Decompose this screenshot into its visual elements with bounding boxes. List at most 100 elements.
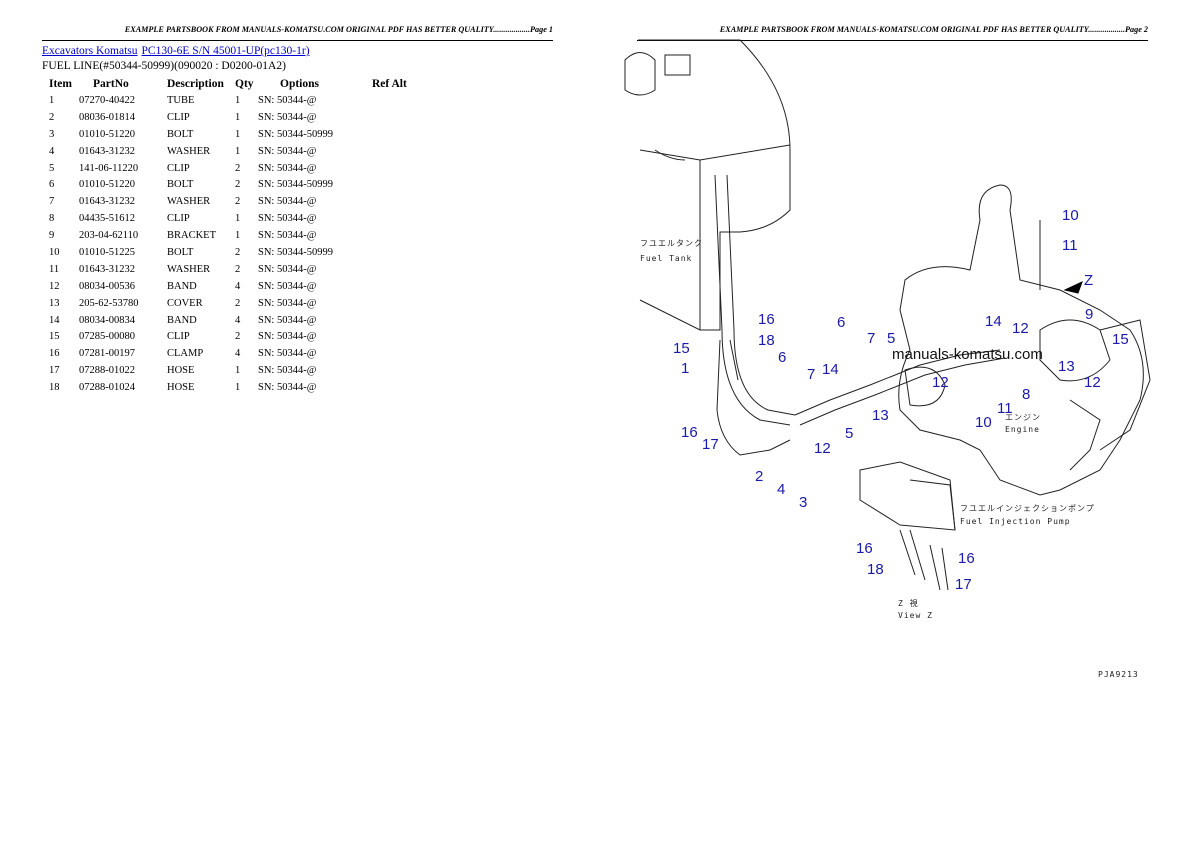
cell-description: COVER: [167, 297, 203, 309]
callout-number: 2: [755, 468, 763, 485]
cell-description: CLIP: [167, 331, 190, 343]
column-header-partno: PartNo: [93, 78, 129, 90]
callout-number: 12: [814, 440, 831, 457]
cell-options: SN: 50344-@: [258, 263, 317, 275]
callout-number: 15: [673, 340, 690, 357]
callout-number: 16: [856, 540, 873, 557]
cell-quantity: 2: [235, 331, 241, 343]
cell-options: SN: 50344-@: [258, 365, 317, 377]
callout-number: 5: [887, 330, 895, 347]
cell-part-number: 07285-00080: [79, 331, 135, 343]
cell-quantity: 1: [235, 128, 241, 140]
cell-item-number: 7: [49, 196, 55, 208]
callout-number: 7: [867, 330, 875, 347]
callout-number: 4: [777, 481, 785, 498]
tube-1: [794, 349, 1001, 416]
column-header-description: Description: [167, 78, 224, 90]
callout-number: 16: [681, 424, 698, 441]
cell-part-number: 01643-31232: [79, 263, 135, 275]
cell-part-number: 01643-31232: [79, 145, 135, 157]
injection-pump-label-jp: フユエルインジェクションポンプ: [960, 504, 1095, 513]
cell-options: SN: 50344-@: [258, 280, 317, 292]
cell-part-number: 08036-01814: [79, 111, 135, 123]
fuel-tank-label-jp: フユエルタンク: [640, 239, 703, 248]
page-1: EXAMPLE PARTSBOOK FROM MANUALS-KOMATSU.C…: [42, 25, 553, 41]
cell-quantity: 2: [235, 246, 241, 258]
view-z-arrow: Z: [1063, 272, 1093, 294]
section-title: FUEL LINE(#50344-50999)(090020 : D0200-0…: [42, 60, 286, 72]
cell-description: HOSE: [167, 382, 195, 394]
callout-number: 10: [975, 414, 992, 431]
cell-part-number: 07288-01024: [79, 382, 135, 394]
cell-options: SN: 50344-@: [258, 213, 317, 225]
column-header-ref-alt: Ref Alt: [372, 78, 407, 90]
cell-part-number: 01643-31232: [79, 196, 135, 208]
cell-quantity: 1: [235, 382, 241, 394]
callout-number: 17: [955, 576, 972, 593]
cell-item-number: 8: [49, 213, 55, 225]
cell-options: SN: 50344-50999: [258, 128, 333, 140]
cell-options: SN: 50344-@: [258, 94, 317, 106]
cell-item-number: 9: [49, 230, 55, 242]
column-header-qty: Qty: [235, 78, 254, 90]
cell-options: SN: 50344-@: [258, 314, 317, 326]
cell-quantity: 4: [235, 348, 241, 360]
callout-number: 10: [1062, 207, 1079, 224]
cell-description: BAND: [167, 280, 197, 292]
callout-number: 18: [867, 561, 884, 578]
z-label: Z: [1084, 272, 1093, 289]
cell-options: SN: 50344-@: [258, 145, 317, 157]
cell-part-number: 07288-01022: [79, 365, 135, 377]
cell-description: BAND: [167, 314, 197, 326]
cell-quantity: 1: [235, 111, 241, 123]
callout-number: 3: [799, 494, 807, 511]
cell-description: WASHER: [167, 196, 211, 208]
cell-quantity: 1: [235, 94, 241, 106]
breadcrumb-link-category[interactable]: Excavators Komatsu: [42, 45, 138, 57]
cell-part-number: 203-04-62110: [79, 230, 139, 242]
fuel-tank-outline: [638, 39, 791, 331]
cell-options: SN: 50344-@: [258, 196, 317, 208]
cell-options: SN: 50344-@: [258, 331, 317, 343]
cell-options: SN: 50344-@: [258, 230, 317, 242]
callout-number: 18: [758, 332, 775, 349]
view-z-label-jp: Z 視: [898, 599, 919, 608]
breadcrumb-link-model[interactable]: PC130-6E S/N 45001-UP(pc130-1r): [141, 45, 310, 57]
cell-part-number: 205-62-53780: [79, 297, 139, 309]
cell-item-number: 2: [49, 111, 55, 123]
callout-number: 12: [932, 374, 949, 391]
cell-description: BOLT: [167, 246, 194, 258]
cell-description: CLIP: [167, 111, 190, 123]
cell-description: WASHER: [167, 263, 211, 275]
cell-options: SN: 50344-@: [258, 297, 317, 309]
cell-description: BRACKET: [167, 230, 217, 242]
cell-item-number: 5: [49, 162, 55, 174]
cell-options: SN: 50344-@: [258, 348, 317, 360]
cell-item-number: 13: [49, 297, 60, 309]
callout-number: 9: [1085, 306, 1093, 323]
column-header-item: Item: [49, 78, 72, 90]
cell-quantity: 1: [235, 213, 241, 225]
cell-options: SN: 50344-@: [258, 162, 317, 174]
cell-quantity: 2: [235, 297, 241, 309]
cell-description: WASHER: [167, 145, 211, 157]
callout-number: 13: [872, 407, 889, 424]
cell-item-number: 12: [49, 280, 60, 292]
cell-part-number: 01010-51220: [79, 128, 135, 140]
cell-options: SN: 50344-50999: [258, 246, 333, 258]
table-header-row: Item PartNo Description Qty Options Ref …: [44, 76, 422, 92]
